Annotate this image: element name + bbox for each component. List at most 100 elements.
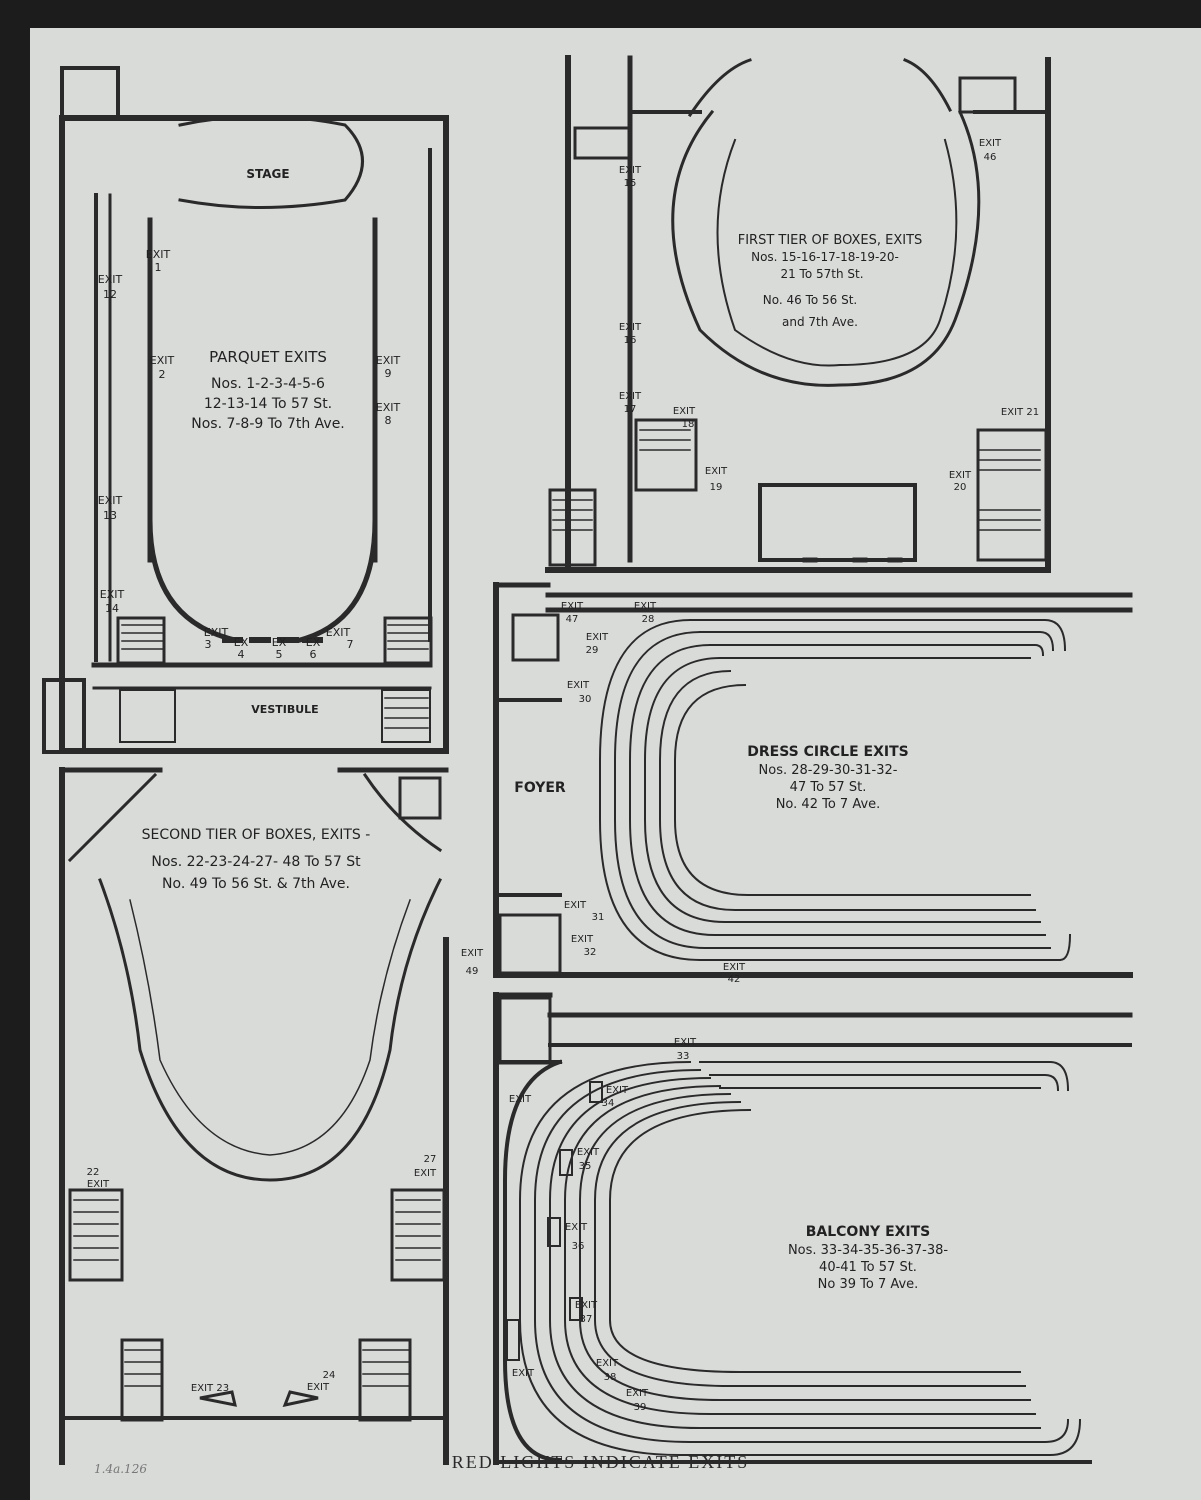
exit-29-number: 29 (586, 645, 599, 656)
exit-33-number: 33 (677, 1051, 690, 1062)
exit-28-number: 28 (642, 614, 655, 625)
exit-8-label: EXIT (376, 401, 401, 414)
exit-30-label: EXIT (567, 680, 590, 691)
dress-circle-line-3: No. 42 To 7 Ave. (776, 797, 881, 812)
exit-42-number: 42 (728, 974, 741, 985)
exit-22-number: 22 (87, 1167, 100, 1178)
exit-17-number: 17 (624, 404, 637, 415)
first-tier-line-3: No. 46 To 56 St. (763, 293, 858, 307)
exit-left-upper-label: EXIT (509, 1094, 532, 1105)
dress-circle-line-1: Nos. 28-29-30-31-32- (759, 763, 898, 778)
exit-12-number: 12 (103, 288, 117, 301)
exit-37-label: EXIT (575, 1300, 598, 1311)
first-tier-line-2: 21 To 57th St. (780, 267, 863, 281)
exit-1-label: EXIT (146, 248, 171, 261)
exit-34-label: EXIT (606, 1085, 629, 1096)
exit-18-label: EXIT (673, 406, 696, 417)
first-tier-line-1: Nos. 15-16-17-18-19-20- (751, 250, 899, 264)
exit-15-number: 15 (624, 178, 637, 189)
exit-24-label: EXIT (307, 1382, 330, 1393)
stage-label: STAGE (246, 167, 289, 181)
second-tier-heading: SECOND TIER OF BOXES, EXITS - (142, 827, 371, 843)
exit-13-number: 13 (103, 509, 117, 522)
exit-12-label: EXIT (98, 273, 123, 286)
exit-28-label: EXIT (634, 601, 657, 612)
first-tier-heading: FIRST TIER OF BOXES, EXITS (738, 233, 923, 248)
exit-24-number: 24 (323, 1370, 336, 1381)
footer-caption: RED LIGHTS INDICATE EXITS (451, 1452, 750, 1472)
exit-6-number: 6 (310, 648, 317, 661)
exit-32-label: EXIT (571, 934, 594, 945)
exit-35-label: EXIT (577, 1147, 600, 1158)
exit-36-number: 36 (572, 1241, 585, 1252)
foyer-label: FOYER (514, 780, 566, 796)
dress-circle-line-2: 47 To 57 St. (790, 780, 867, 795)
exit-46-number: 46 (984, 152, 997, 163)
exit-30-number: 30 (579, 694, 592, 705)
exit-31-label: EXIT (564, 900, 587, 911)
parquet-line-2: 12-13-14 To 57 St. (204, 396, 332, 412)
balcony-line-2: 40-41 To 57 St. (819, 1260, 917, 1275)
exit-38-label: EXIT (596, 1358, 619, 1369)
second-tier-line-1: Nos. 22-23-24-27- 48 To 57 St (151, 854, 361, 870)
balcony-plan (493, 992, 1133, 1465)
pencil-note: 1.4a.126 (94, 1462, 147, 1476)
exit-8-number: 8 (385, 414, 392, 427)
balcony-line-1: Nos. 33-34-35-36-37-38- (788, 1243, 948, 1258)
exit-33-label: EXIT (674, 1037, 697, 1048)
exit-22-label: EXIT (87, 1179, 110, 1190)
first-tier-line-4: and 7th Ave. (782, 315, 858, 329)
exit-5-label: EX (272, 636, 287, 649)
exit-2-number: 2 (159, 368, 166, 381)
exit-5-number: 5 (276, 648, 283, 661)
parquet-line-3: Nos. 7-8-9 To 7th Ave. (191, 416, 345, 432)
exit-36-label: EXIT (565, 1222, 588, 1233)
exit-20-number: 20 (954, 482, 967, 493)
exit-16-number: 16 (624, 335, 637, 346)
exit-19-number: 19 (710, 482, 723, 493)
exit-18-number: 18 (682, 419, 695, 430)
first-tier-plan (545, 55, 1051, 573)
exit-14-number: 14 (105, 602, 119, 615)
exit-2-label: EXIT (150, 354, 175, 367)
exit-34-number: 34 (602, 1098, 615, 1109)
exit-27-number: 27 (424, 1154, 437, 1165)
exit-49-label: EXIT (461, 948, 484, 959)
exit-17-label: EXIT (619, 391, 642, 402)
exit-16-label: EXIT (619, 322, 642, 333)
parquet-line-1: Nos. 1-2-3-4-5-6 (211, 376, 325, 392)
exit-7-label: EXIT (326, 626, 351, 639)
exit-49-number: 49 (466, 966, 479, 977)
exit-left-lower-label: EXIT (512, 1368, 535, 1379)
parquet-heading: PARQUET EXITS (209, 348, 327, 366)
exit-47-number: 47 (566, 614, 579, 625)
exit-4-label: EX (234, 636, 249, 649)
dress-circle-heading: DRESS CIRCLE EXITS (747, 744, 908, 760)
balcony-heading: BALCONY EXITS (806, 1224, 931, 1240)
exit-37-number: 37 (580, 1314, 593, 1325)
exit-29-label: EXIT (586, 632, 609, 643)
exit-6-label: EX (306, 636, 321, 649)
exit-9-label: EXIT (376, 354, 401, 367)
exit-23-label: EXIT 23 (191, 1383, 229, 1394)
exit-42-label: EXIT (723, 962, 746, 973)
parquet-plan (42, 66, 449, 754)
exit-3-label: EXIT (204, 626, 229, 639)
exit-4-number: 4 (238, 648, 245, 661)
exit-1-number: 1 (155, 261, 162, 274)
exit-32-number: 32 (584, 947, 597, 958)
exit-20-label: EXIT (949, 470, 972, 481)
exit-35-number: 35 (579, 1161, 592, 1172)
exit-7-number: 7 (347, 638, 354, 651)
second-tier-plan (59, 767, 449, 1465)
exit-15-label: EXIT (619, 165, 642, 176)
exit-3-number: 3 (205, 638, 212, 651)
exit-19-label: EXIT (705, 466, 728, 477)
exit-39-label: EXIT (626, 1388, 649, 1399)
exit-21-label: EXIT 21 (1001, 407, 1039, 418)
exit-46-label: EXIT (979, 138, 1002, 149)
exit-47-label: EXIT (561, 601, 584, 612)
exit-38-number: 38 (604, 1372, 617, 1383)
exit-13-label: EXIT (98, 494, 123, 507)
